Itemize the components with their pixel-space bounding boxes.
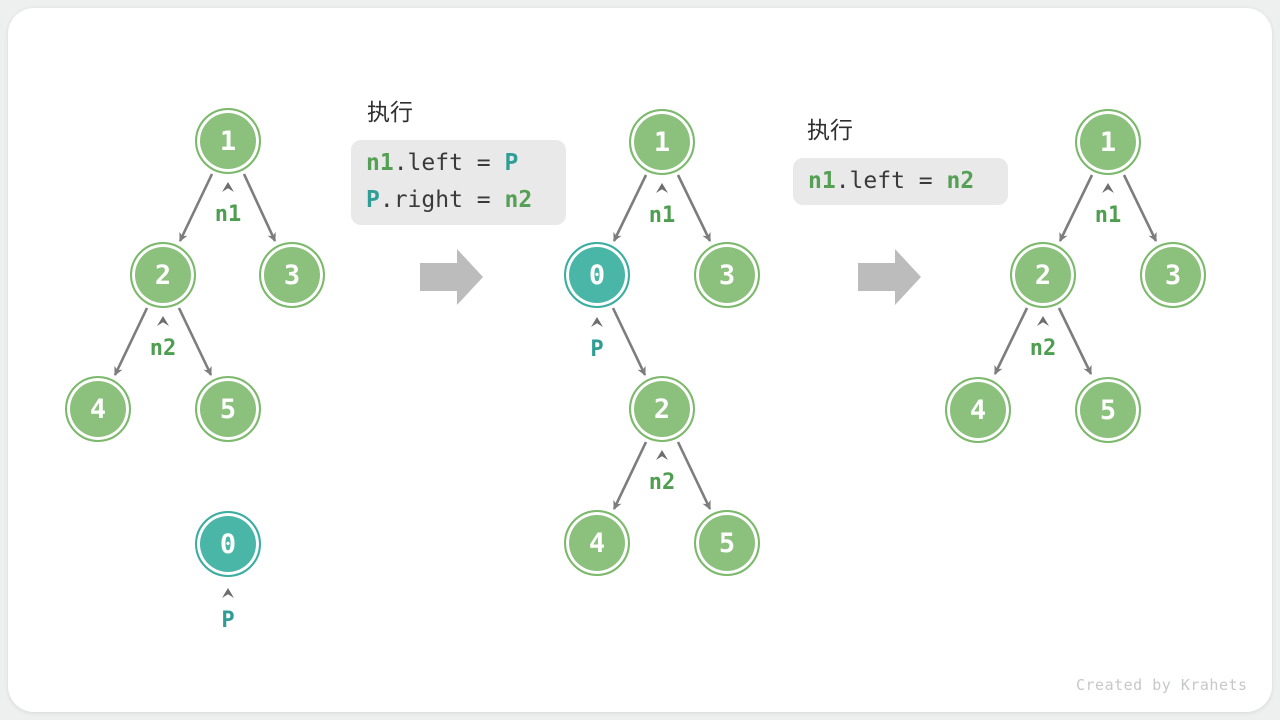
figure-card [8, 8, 1272, 712]
